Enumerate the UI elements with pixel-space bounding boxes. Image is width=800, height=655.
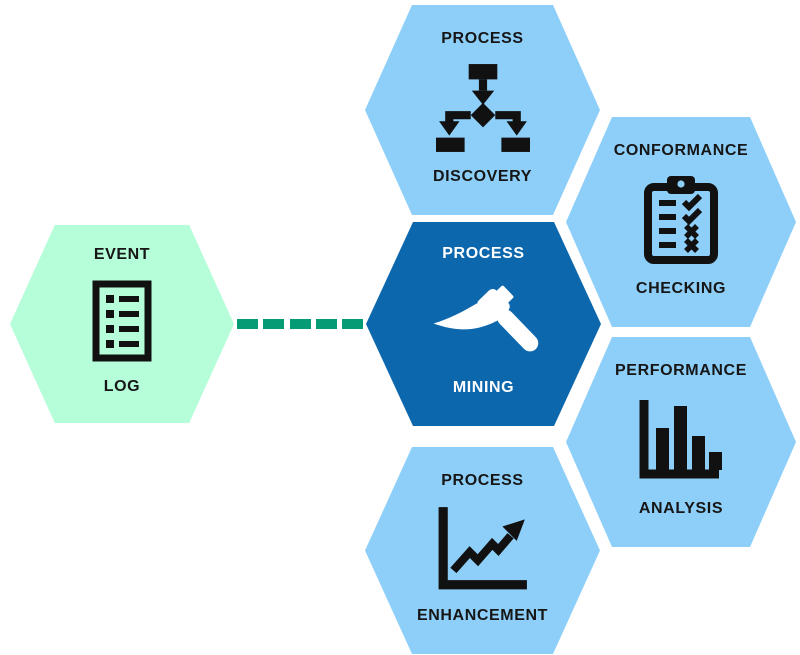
checklist-icon bbox=[92, 263, 152, 379]
hexagon-process-mining: PROCESS MINING bbox=[366, 222, 601, 426]
hexagon-top-label: EVENT bbox=[93, 246, 151, 263]
event-log-to-mining-connector bbox=[237, 319, 363, 329]
hexagon-bottom-label: CHECKING bbox=[635, 280, 727, 297]
hexagon-event-log: EVENT LOG bbox=[10, 225, 234, 423]
connector-dash bbox=[237, 319, 258, 329]
connector-dash bbox=[289, 319, 311, 329]
connector-dash bbox=[263, 319, 285, 329]
connector-dash bbox=[315, 319, 337, 329]
hexagon-process-enhancement: PROCESS ENHANCEMENT bbox=[365, 447, 600, 654]
pickaxe-icon bbox=[425, 262, 543, 380]
hexagon-conformance-checking: CONFORMANCE bbox=[566, 117, 796, 327]
hexagon-performance-analysis: PERFORMANCE ANALYSIS bbox=[566, 337, 796, 547]
hexagon-top-label: PERFORMANCE bbox=[615, 362, 747, 379]
hexagon-top-label: PROCESS bbox=[441, 30, 524, 47]
hexagon-top-label: CONFORMANCE bbox=[613, 142, 749, 159]
hexagon-bottom-label: LOG bbox=[103, 378, 141, 395]
bar-chart-icon bbox=[637, 379, 725, 501]
connector-dash bbox=[342, 319, 363, 329]
hexagon-bottom-label: DISCOVERY bbox=[432, 168, 533, 185]
trend-up-icon bbox=[435, 489, 531, 608]
hexagon-bottom-label: ENHANCEMENT bbox=[416, 607, 549, 624]
hexagon-top-label: PROCESS bbox=[441, 472, 524, 489]
hexagon-bottom-label: MINING bbox=[452, 379, 515, 396]
clipboard-check-icon bbox=[642, 159, 720, 281]
hexagon-bottom-label: ANALYSIS bbox=[638, 500, 724, 517]
hexagon-process-discovery: PROCESS DISCOVERY bbox=[365, 5, 600, 215]
hexagon-top-label: PROCESS bbox=[442, 245, 525, 262]
flowchart-icon bbox=[435, 47, 530, 169]
